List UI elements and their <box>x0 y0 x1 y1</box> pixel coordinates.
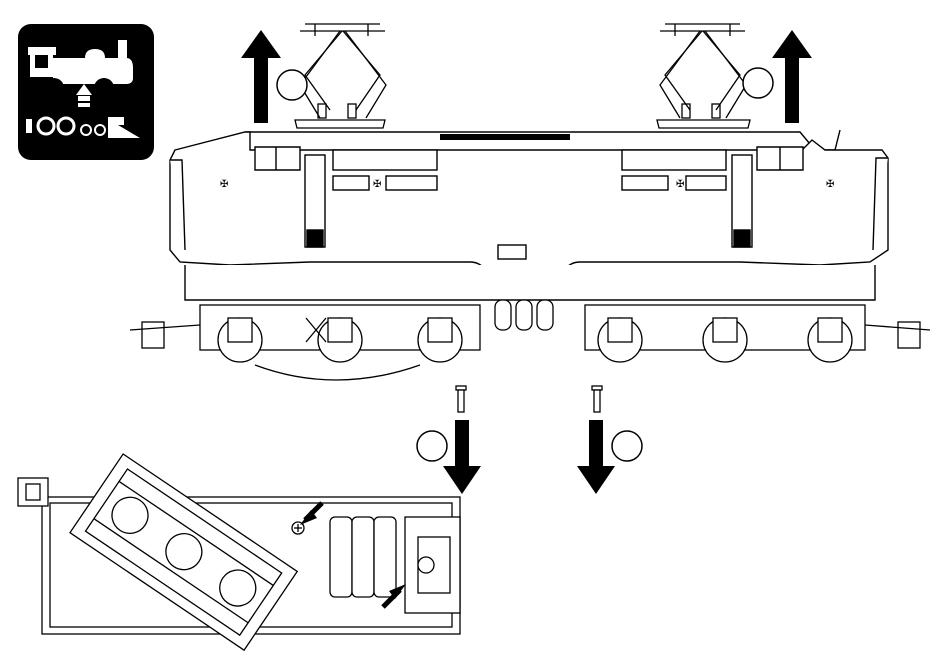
lift-arrow-left <box>241 30 281 123</box>
screw-left <box>456 386 466 412</box>
right-pantograph-callout <box>743 68 773 98</box>
fuel-tanks <box>495 300 553 330</box>
screw-right <box>592 386 602 412</box>
down-arrow-left <box>443 420 481 494</box>
svg-text:✠: ✠ <box>373 179 381 190</box>
left-screw-callout <box>417 431 447 461</box>
locomotive-body-lift-icon <box>18 24 154 160</box>
pantograph-right <box>657 24 750 128</box>
pantograph-left <box>295 24 386 128</box>
electric-locomotive-body: ✠ ✠ ✠ ✠ <box>170 130 888 300</box>
svg-text:✠: ✠ <box>220 179 228 190</box>
svg-text:✠: ✠ <box>826 179 834 190</box>
svg-text:✠: ✠ <box>676 179 684 190</box>
left-pantograph-callout <box>277 70 307 100</box>
right-screw-callout <box>612 431 642 461</box>
bogie-right <box>585 305 865 362</box>
chassis-bogie-detail-icon <box>18 454 460 650</box>
lift-arrow-right <box>772 30 812 123</box>
down-arrow-right <box>577 420 615 494</box>
bogie-left <box>200 305 480 380</box>
